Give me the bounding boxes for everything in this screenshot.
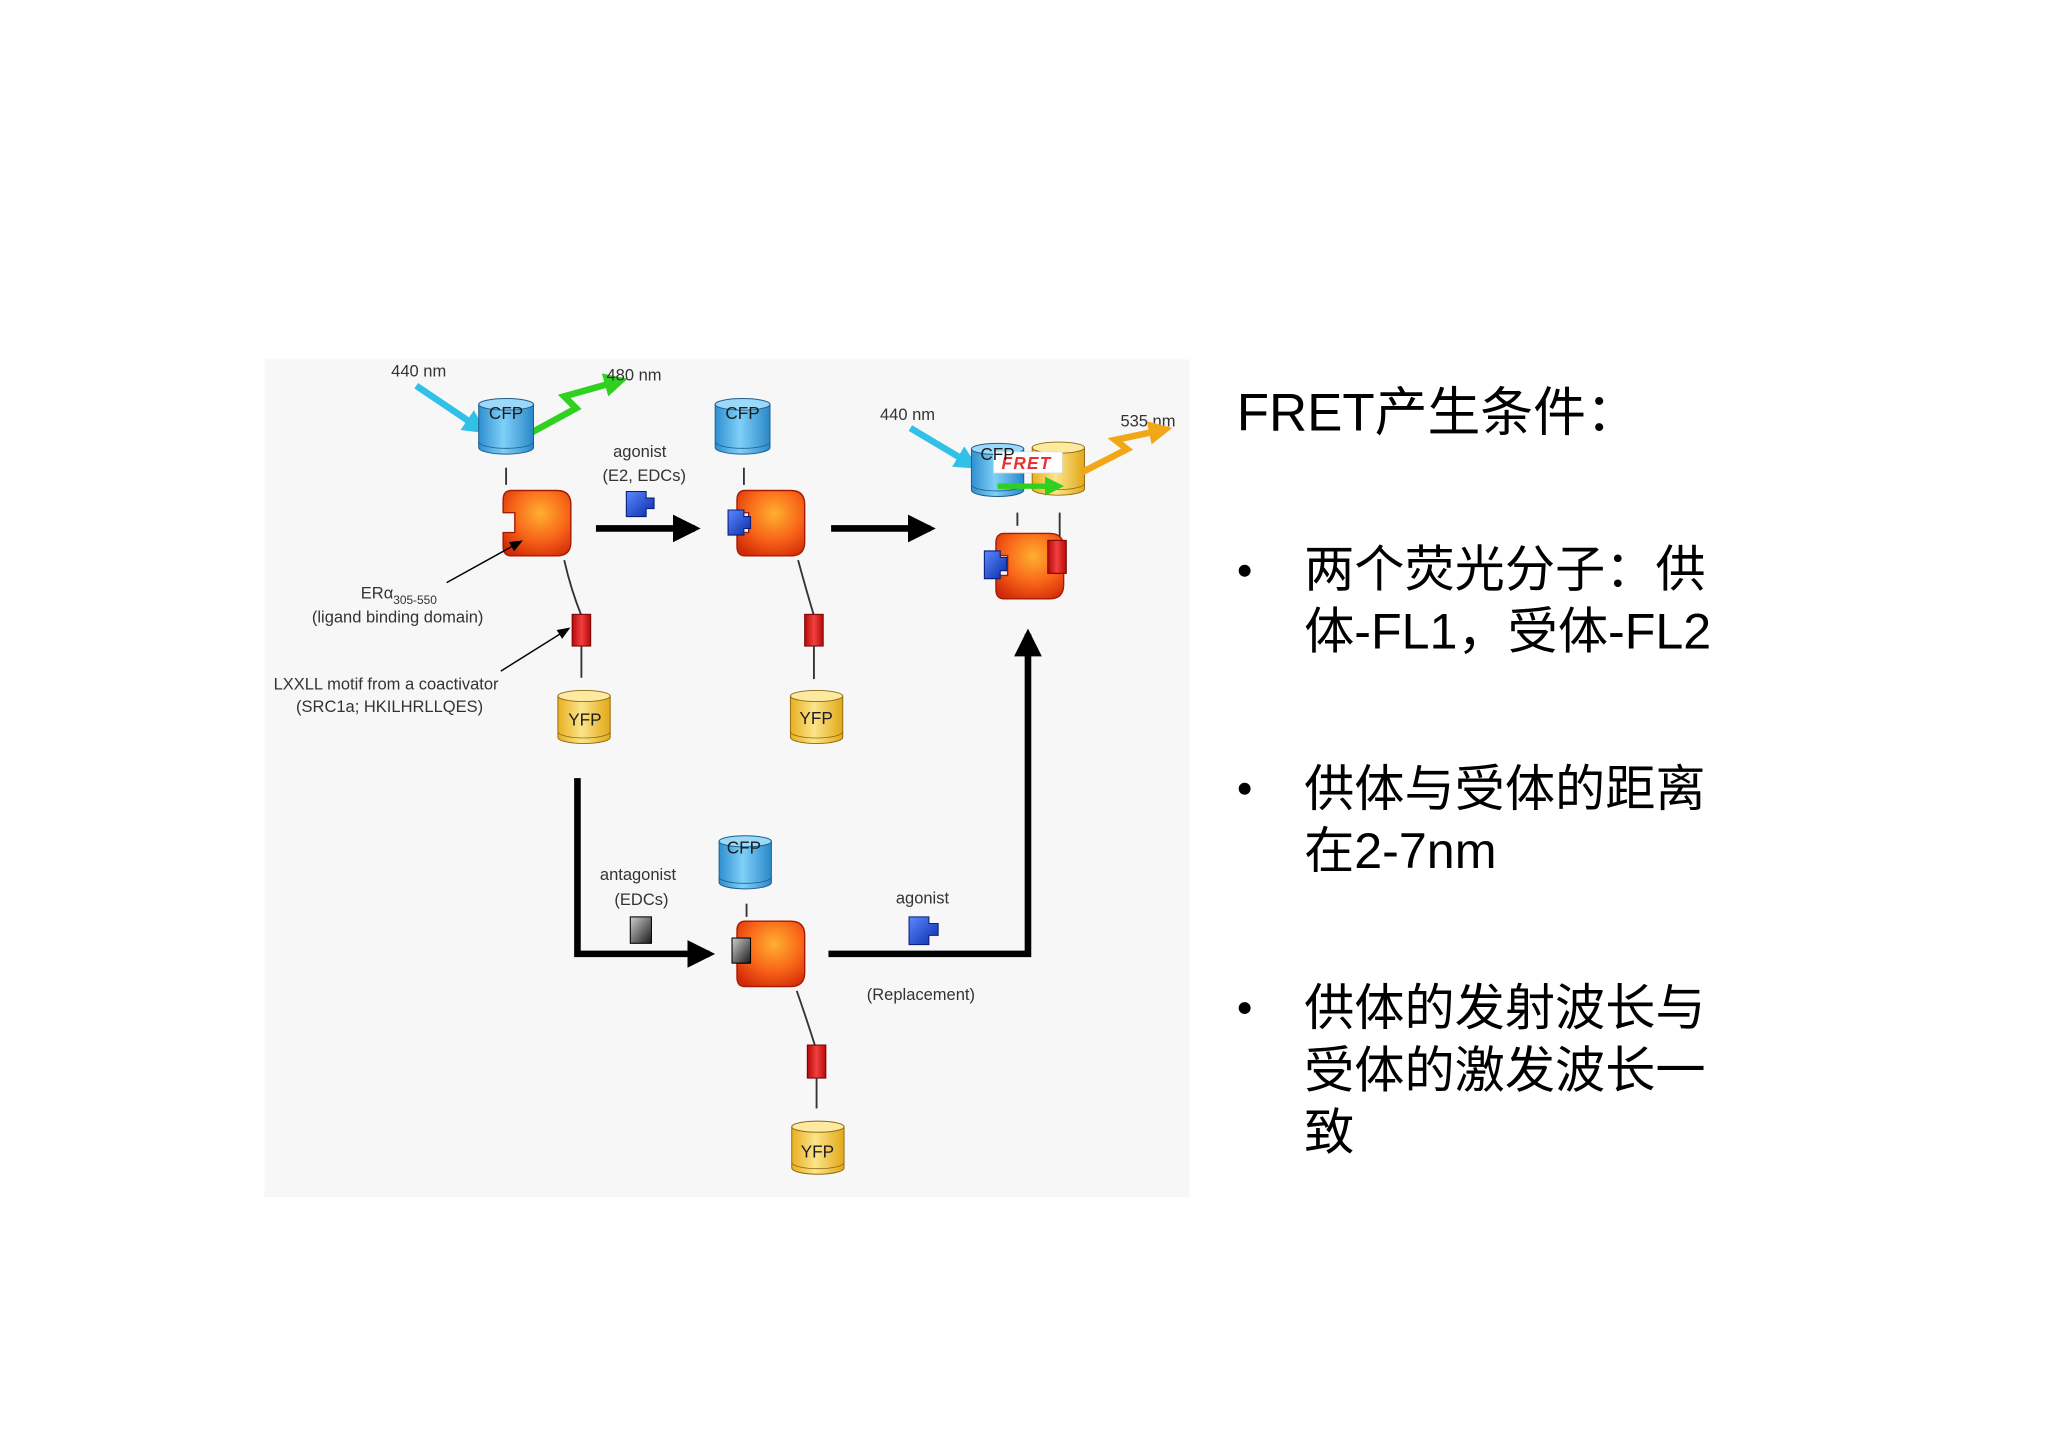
bullet-text-line: 供体与受体的距离	[1304, 761, 1706, 817]
bullet-item: 两个荧光分子：供 体-FL1，受体-FL2	[1238, 542, 1711, 660]
cfp-label: CFP	[980, 444, 1014, 464]
bullet-text-line: 致	[1304, 1104, 1354, 1160]
yfp-label: YFP	[801, 1141, 834, 1161]
bound-antagonist	[731, 937, 752, 964]
linker	[795, 990, 817, 1047]
antagonist-label: antagonist	[600, 866, 677, 884]
replacement-step: agonist (Replacement)	[828, 628, 1042, 1004]
agonist-examples: (E2, EDCs)	[603, 467, 686, 485]
bullet-text-line: 供体的发射波长与	[1304, 980, 1706, 1036]
er-range: 305-550	[393, 593, 437, 607]
lxxll-peptide	[571, 613, 592, 647]
sensor-fret-on: 440 nm 535 nm FRET CFP	[880, 406, 1175, 600]
bullet-dot	[1238, 564, 1251, 577]
motif-pointer-arrow	[500, 627, 571, 672]
er-caption: (ligand binding domain)	[312, 608, 484, 626]
replacement-path-arrow	[828, 628, 1042, 958]
motif-sequence: (SRC1a; HKILHRLLQES)	[296, 698, 483, 716]
bullet-item: 供体的发射波长与 受体的激发波长一 致	[1238, 980, 1706, 1160]
cfp-label: CFP	[725, 403, 759, 423]
er-label: ERα305-550	[361, 584, 437, 606]
bullet-text-line: 两个荧光分子：供	[1304, 542, 1706, 598]
emission-label: 480 nm	[607, 366, 662, 384]
bullet-text-line: 体-FL1，受体-FL2	[1304, 604, 1711, 660]
acceptor-emission-arrow	[1079, 421, 1173, 476]
agonist-ligand	[908, 916, 939, 946]
replacement-label: (Replacement)	[867, 986, 975, 1004]
agonist-label: agonist	[896, 890, 950, 908]
yfp-label: YFP	[568, 709, 601, 729]
bullet-text-line: 受体的激发波长一	[1304, 1042, 1706, 1098]
excitation-label: 440 nm	[391, 363, 446, 381]
linker	[563, 559, 583, 617]
text-panel: FRET产生条件： 两个荧光分子：供 体-FL1，受体-FL2 供体与受体的距离…	[1237, 384, 1712, 1161]
bullet-text-line: 在2-7nm	[1304, 823, 1496, 879]
fret-biosensor-figure: 440 nm 480 nm CFP YFP ERα305-550 (ligand…	[264, 359, 1190, 1197]
annotations: ERα305-550 (ligand binding domain) LXXLL…	[274, 540, 571, 716]
antagonist-path-arrow	[574, 778, 716, 968]
sensor-unbound: 440 nm 480 nm CFP YFP	[391, 363, 662, 745]
motif-label: LXXLL motif from a coactivator	[274, 676, 499, 694]
excitation-arrow	[414, 383, 487, 434]
antagonist-step: antagonist (EDCs)	[574, 778, 716, 968]
bullet-dot	[1238, 782, 1251, 795]
agonist-ligand	[625, 490, 655, 518]
lxxll-peptide-bound	[1047, 539, 1067, 574]
donor-emission-arrow	[530, 373, 628, 435]
cfp-label: CFP	[727, 837, 761, 857]
cfp-label: CFP	[489, 403, 523, 423]
acceptor-emission-label: 535 nm	[1120, 413, 1175, 431]
slide-heading: FRET产生条件：	[1237, 384, 1639, 443]
antagonist-ligand	[629, 916, 652, 944]
figure-background	[264, 359, 1190, 1197]
yfp-label: YFP	[799, 708, 832, 728]
fret-badge	[993, 451, 1063, 474]
sensor-agonist-bound: CFP YFP	[714, 397, 936, 745]
agonist-step: agonist (E2, EDCs)	[595, 443, 701, 543]
bound-agonist	[983, 550, 1008, 580]
lxxll-peptide	[806, 1044, 827, 1079]
er-pointer-arrow	[446, 540, 523, 584]
fret-label: FRET	[1002, 453, 1052, 473]
lxxll-peptide	[804, 613, 824, 647]
excitation-label: 440 nm	[880, 406, 935, 424]
sensor-antagonist-bound: CFP YFP	[718, 835, 845, 1175]
agonist-label: agonist	[613, 443, 667, 461]
antagonist-examples: (EDCs)	[614, 891, 668, 909]
bullet-dot	[1238, 1002, 1251, 1014]
bullet-item: 供体与受体的距离 在2-7nm	[1238, 761, 1706, 879]
excitation-arrow	[908, 425, 979, 469]
bound-agonist	[727, 509, 752, 536]
linker	[797, 559, 815, 616]
